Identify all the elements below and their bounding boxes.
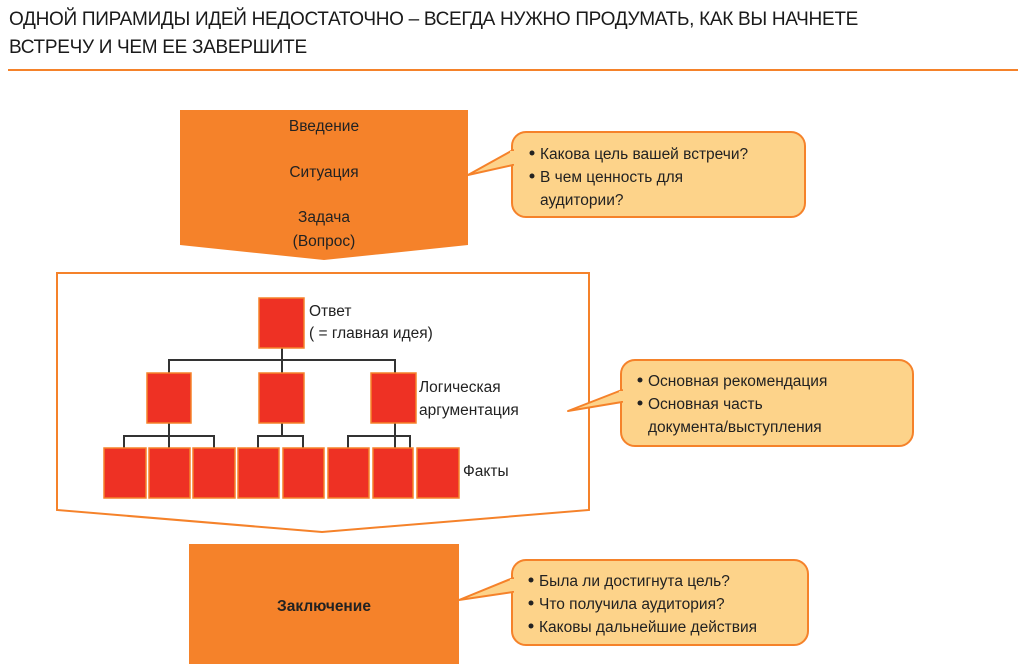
conclusion-block <box>189 544 459 664</box>
page-title: ОДНОЙ ПИРАМИДЫ ИДЕЙ НЕДОСТАТОЧНО – ВСЕГД… <box>9 6 858 62</box>
callout-bullet: Основная часть <box>648 396 763 413</box>
fact-box <box>416 447 460 499</box>
title-line-1: ОДНОЙ ПИРАМИДЫ ИДЕЙ НЕДОСТАТОЧНО – ВСЕГД… <box>9 9 858 30</box>
title-line-2: ВСТРЕЧУ И ЧЕМ ЕЕ ЗАВЕРШИТЕ <box>9 37 307 58</box>
fact-box <box>192 447 236 499</box>
callout-bullet: Какова цель вашей встречи? <box>540 146 749 163</box>
pyramid-boxes <box>103 297 460 499</box>
title-divider <box>8 69 1018 71</box>
argument-box <box>146 372 192 424</box>
callout-bullet: аудитории? <box>540 192 624 209</box>
intro-item: Задача <box>298 209 350 226</box>
facts-label: Факты <box>463 463 509 480</box>
answer-label: Ответ <box>309 303 351 320</box>
logic-label: Логическая <box>419 379 501 396</box>
fact-box <box>327 447 370 499</box>
intro-callout: Какова цель вашей встречи? В чем ценност… <box>467 131 806 218</box>
bullet-icon <box>529 150 535 156</box>
answer-box <box>258 297 305 349</box>
bullet-icon <box>529 173 535 179</box>
answer-label: ( = главная идея) <box>309 325 433 342</box>
intro-item: Ситуация <box>289 164 358 181</box>
conclusion-callout: Была ли достигнута цель? Что получила ау… <box>458 559 809 646</box>
pyramid-connectors <box>123 348 411 448</box>
intro-block <box>180 110 468 260</box>
fact-box <box>282 447 325 499</box>
callout-bullet: Основная рекомендация <box>648 373 827 390</box>
intro-item: Введение <box>289 118 359 135</box>
conclusion-label: Заключение <box>277 598 371 615</box>
callout-bullet: Каковы дальнейшие действия <box>539 619 757 636</box>
argument-box <box>258 372 305 424</box>
fact-box <box>372 447 414 499</box>
argument-box <box>370 372 417 424</box>
body-callout: Основная рекомендация Основная часть док… <box>567 359 914 447</box>
callout-bullet: документа/выступления <box>648 419 822 436</box>
bullet-icon <box>637 400 643 406</box>
callout-bullet: В чем ценность для <box>540 169 683 186</box>
fact-box <box>103 447 147 499</box>
bullet-icon <box>528 623 534 629</box>
callout-bullet: Что получила аудитория? <box>539 596 725 613</box>
bullet-icon <box>637 377 643 383</box>
logic-label: аргументация <box>419 402 519 419</box>
callout-bullet: Была ли достигнута цель? <box>539 573 730 590</box>
bullet-icon <box>528 600 534 606</box>
fact-box <box>148 447 191 499</box>
fact-box <box>237 447 280 499</box>
bullet-icon <box>528 577 534 583</box>
intro-item: (Вопрос) <box>293 233 356 250</box>
